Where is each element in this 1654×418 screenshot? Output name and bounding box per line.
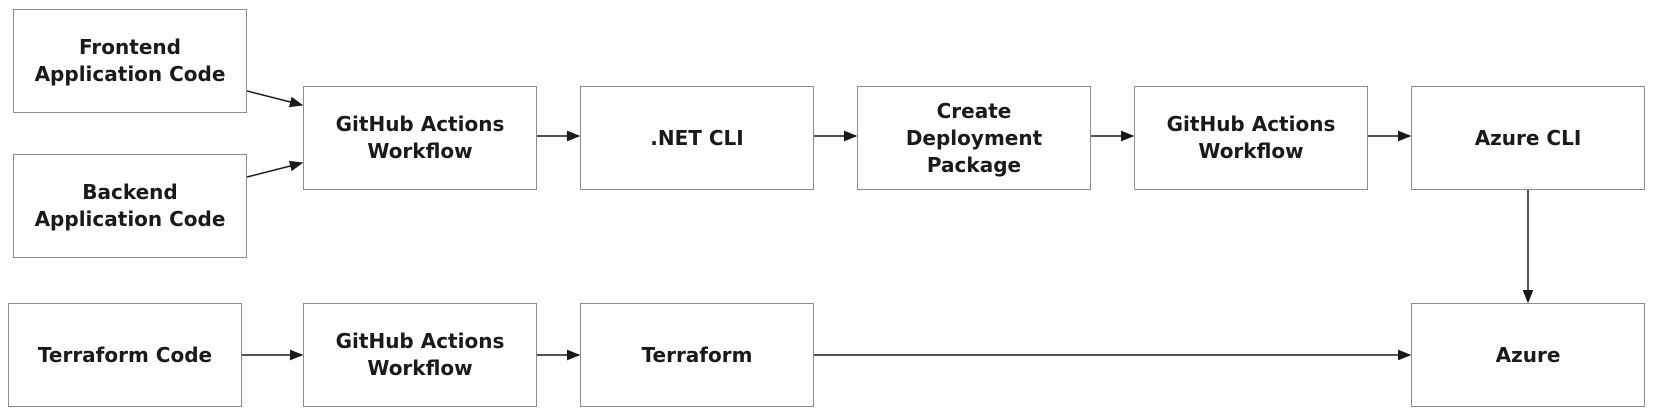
node-label: Terraform <box>641 342 753 367</box>
node-label: Backend Application Code <box>34 180 226 231</box>
node-github-actions-workflow-app: GitHub Actions Workflow <box>303 86 537 190</box>
node-label: Frontend Application Code <box>34 35 226 86</box>
node-label: Azure <box>1495 342 1561 367</box>
node-label: Terraform Code <box>37 342 213 367</box>
node-label: GitHub Actions Workflow <box>1166 112 1336 163</box>
node-terraform: Terraform <box>580 303 814 407</box>
node-terraform-code: Terraform Code <box>8 303 242 407</box>
node-azure: Azure <box>1411 303 1645 407</box>
node-create-deployment-package: Create Deployment Package <box>857 86 1091 190</box>
node-azure-cli: Azure CLI <box>1411 86 1645 190</box>
node-label: GitHub Actions Workflow <box>335 112 505 163</box>
node-label: GitHub Actions Workflow <box>335 329 505 380</box>
node-dotnet-cli: .NET CLI <box>580 86 814 190</box>
node-frontend-application-code: Frontend Application Code <box>13 9 247 113</box>
node-label: Create Deployment Package <box>905 98 1043 177</box>
node-github-actions-workflow-deploy: GitHub Actions Workflow <box>1134 86 1368 190</box>
edge-backend-to-gha-app <box>246 160 304 178</box>
node-backend-application-code: Backend Application Code <box>13 154 247 258</box>
node-label: .NET CLI <box>650 125 744 150</box>
node-github-actions-workflow-infra: GitHub Actions Workflow <box>303 303 537 407</box>
edge-frontend-to-gha-app <box>246 90 304 108</box>
node-label: Azure CLI <box>1474 125 1582 150</box>
